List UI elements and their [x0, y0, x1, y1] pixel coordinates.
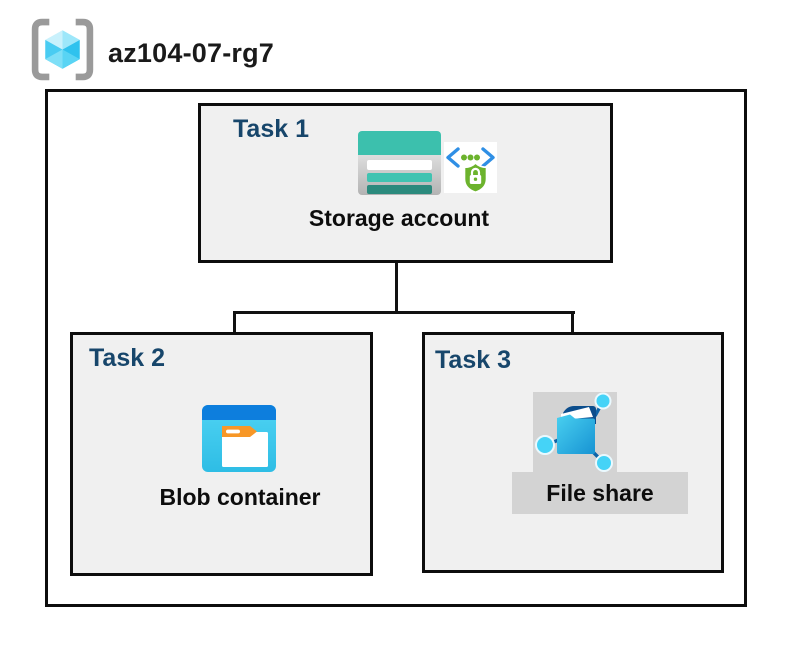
storage-account-icon	[358, 131, 441, 195]
task1-label: Task 1	[233, 115, 309, 143]
file-share-icon-highlight	[533, 392, 617, 472]
connector-storage-stem	[395, 233, 398, 313]
file-share-icon	[535, 392, 613, 472]
file-share-label: File share	[546, 480, 654, 506]
blob-container-label: Blob container	[159, 484, 321, 510]
blob-container-icon	[202, 405, 276, 472]
connector-branch	[233, 311, 575, 314]
sas-shield-lock-icon	[444, 142, 497, 193]
task2-box: Task 2 Blob container	[70, 332, 373, 576]
storage-account-label: Storage account	[308, 205, 490, 231]
task1-box: Task 1 Storage account	[198, 103, 613, 263]
resource-group-icon	[31, 18, 94, 81]
task2-label: Task 2	[89, 344, 165, 372]
task3-label: Task 3	[435, 346, 511, 374]
file-share-label-highlight: File share	[512, 472, 688, 514]
resource-group-name: az104-07-rg7	[108, 38, 274, 68]
task3-box: Task 3 File share	[422, 332, 724, 573]
